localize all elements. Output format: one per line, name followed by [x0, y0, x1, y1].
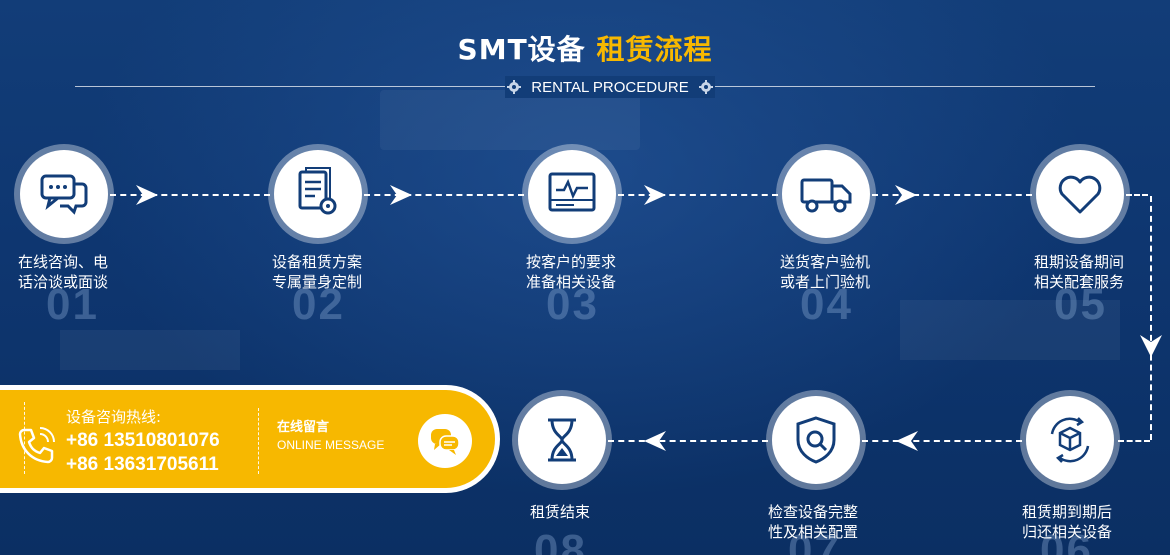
subtitle-box: RENTAL PROCEDURE: [505, 76, 715, 98]
hotline-divider: [24, 402, 25, 474]
step-5-circle: [1036, 150, 1124, 238]
shield-search-icon: [796, 416, 836, 464]
background-machine: [900, 300, 1120, 360]
step-number: 05: [1054, 280, 1107, 329]
hourglass-icon: [548, 418, 576, 462]
arrow-right-icon: [136, 185, 158, 205]
connector-line: [872, 194, 1032, 196]
step-6-label: 租赁期到期后 归还相关设备: [1022, 502, 1112, 542]
cube-cycle-icon: [1050, 417, 1090, 463]
step-3-label: 按客户的要求 准备相关设备: [526, 252, 616, 292]
step-8-label: 租赁结束: [530, 502, 590, 522]
step-2-label: 设备租赁方案 专属量身定制: [272, 252, 362, 292]
title-accent: 租赁流程: [596, 33, 713, 66]
chat-bubbles-icon: [40, 174, 88, 215]
step-4-label: 送货客户验机 或者上门验机: [780, 252, 870, 292]
monitor-pulse-icon: [548, 172, 596, 212]
online-message-button[interactable]: [418, 414, 472, 468]
step-7-circle: [772, 396, 860, 484]
arrow-right-icon: [895, 185, 917, 205]
step-label-line: 送货客户验机: [780, 253, 871, 271]
step-label-line: 归还相关设备: [1022, 523, 1113, 541]
step-label-line: 准备相关设备: [526, 273, 617, 291]
step-5-label: 租期设备期间 相关配套服务: [1034, 252, 1124, 292]
step-label-line: 租期设备期间: [1034, 253, 1125, 271]
step-number: 03: [546, 280, 599, 329]
connector-line: [608, 440, 768, 442]
message-title[interactable]: 在线留言: [277, 420, 330, 435]
step-label-line: 租赁期到期后: [1022, 503, 1113, 521]
step-label-line: 在线咨询、电: [18, 253, 109, 271]
step-label-line: 或者上门验机: [780, 273, 871, 291]
arrow-left-icon: [896, 431, 918, 451]
delivery-truck-icon: [800, 178, 852, 213]
step-number: 02: [292, 280, 345, 329]
step-label-line: 话洽谈或面谈: [18, 273, 109, 291]
step-label-line: 相关配套服务: [1034, 273, 1125, 291]
connector-line: [618, 194, 778, 196]
heart-icon: [1058, 175, 1102, 214]
hotline-panel: 设备咨询热线: +86 13510801076 +86 13631705611 …: [0, 390, 495, 488]
subtitle-row: RENTAL PROCEDURE: [75, 76, 1095, 98]
step-label-line: 按客户的要求: [526, 253, 617, 271]
step-label-line: 设备租赁方案: [272, 253, 363, 271]
step-number: 01: [46, 280, 99, 329]
arrow-down-icon: [1140, 335, 1162, 357]
step-label-line: 专属量身定制: [272, 273, 363, 291]
title-main: SMT设备: [457, 33, 586, 66]
step-8-circle: [518, 396, 606, 484]
connector-line: [1118, 440, 1150, 442]
message-chat-icon: [431, 429, 460, 455]
step-label-line: 租赁结束: [530, 503, 591, 521]
step-6-circle: [1026, 396, 1114, 484]
step-1-label: 在线咨询、电 话洽谈或面谈: [18, 252, 108, 292]
hotline-title: 设备咨询热线:: [66, 408, 162, 426]
connector-line: [862, 440, 1022, 442]
arrow-left-icon: [644, 431, 666, 451]
step-1-circle: [20, 150, 108, 238]
message-subtitle[interactable]: ONLINE MESSAGE: [277, 438, 385, 452]
step-7-label: 检查设备完整 性及相关配置: [768, 502, 858, 542]
step-3-circle: [528, 150, 616, 238]
connector-line: [110, 194, 270, 196]
page-title: SMT设备 租赁流程: [0, 28, 1170, 68]
step-label-line: 检查设备完整: [768, 503, 859, 521]
step-number: 06: [1040, 526, 1093, 555]
step-label-line: 性及相关配置: [768, 523, 859, 541]
connector-line: [364, 194, 524, 196]
arrow-right-icon: [390, 185, 412, 205]
step-number: 07: [788, 526, 841, 555]
background-sign: [380, 90, 640, 150]
phone-icon: [18, 427, 55, 464]
gear-icon: [507, 80, 522, 94]
connector-line: [1126, 194, 1148, 196]
subtitle-text: RENTAL PROCEDURE: [531, 78, 689, 96]
step-number: 04: [800, 280, 853, 329]
hotline-divider: [258, 408, 259, 474]
step-number: 08: [534, 526, 587, 555]
connector-line-vertical: [1150, 196, 1152, 440]
arrow-right-icon: [644, 185, 666, 205]
gear-icon: [698, 80, 713, 94]
hotline-phone-1[interactable]: +86 13510801076: [66, 430, 220, 451]
hotline-phone-2[interactable]: +86 13631705611: [66, 454, 219, 475]
document-gear-icon: [298, 167, 337, 215]
step-4-circle: [782, 150, 870, 238]
background-machine: [60, 330, 240, 370]
step-2-circle: [274, 150, 362, 238]
